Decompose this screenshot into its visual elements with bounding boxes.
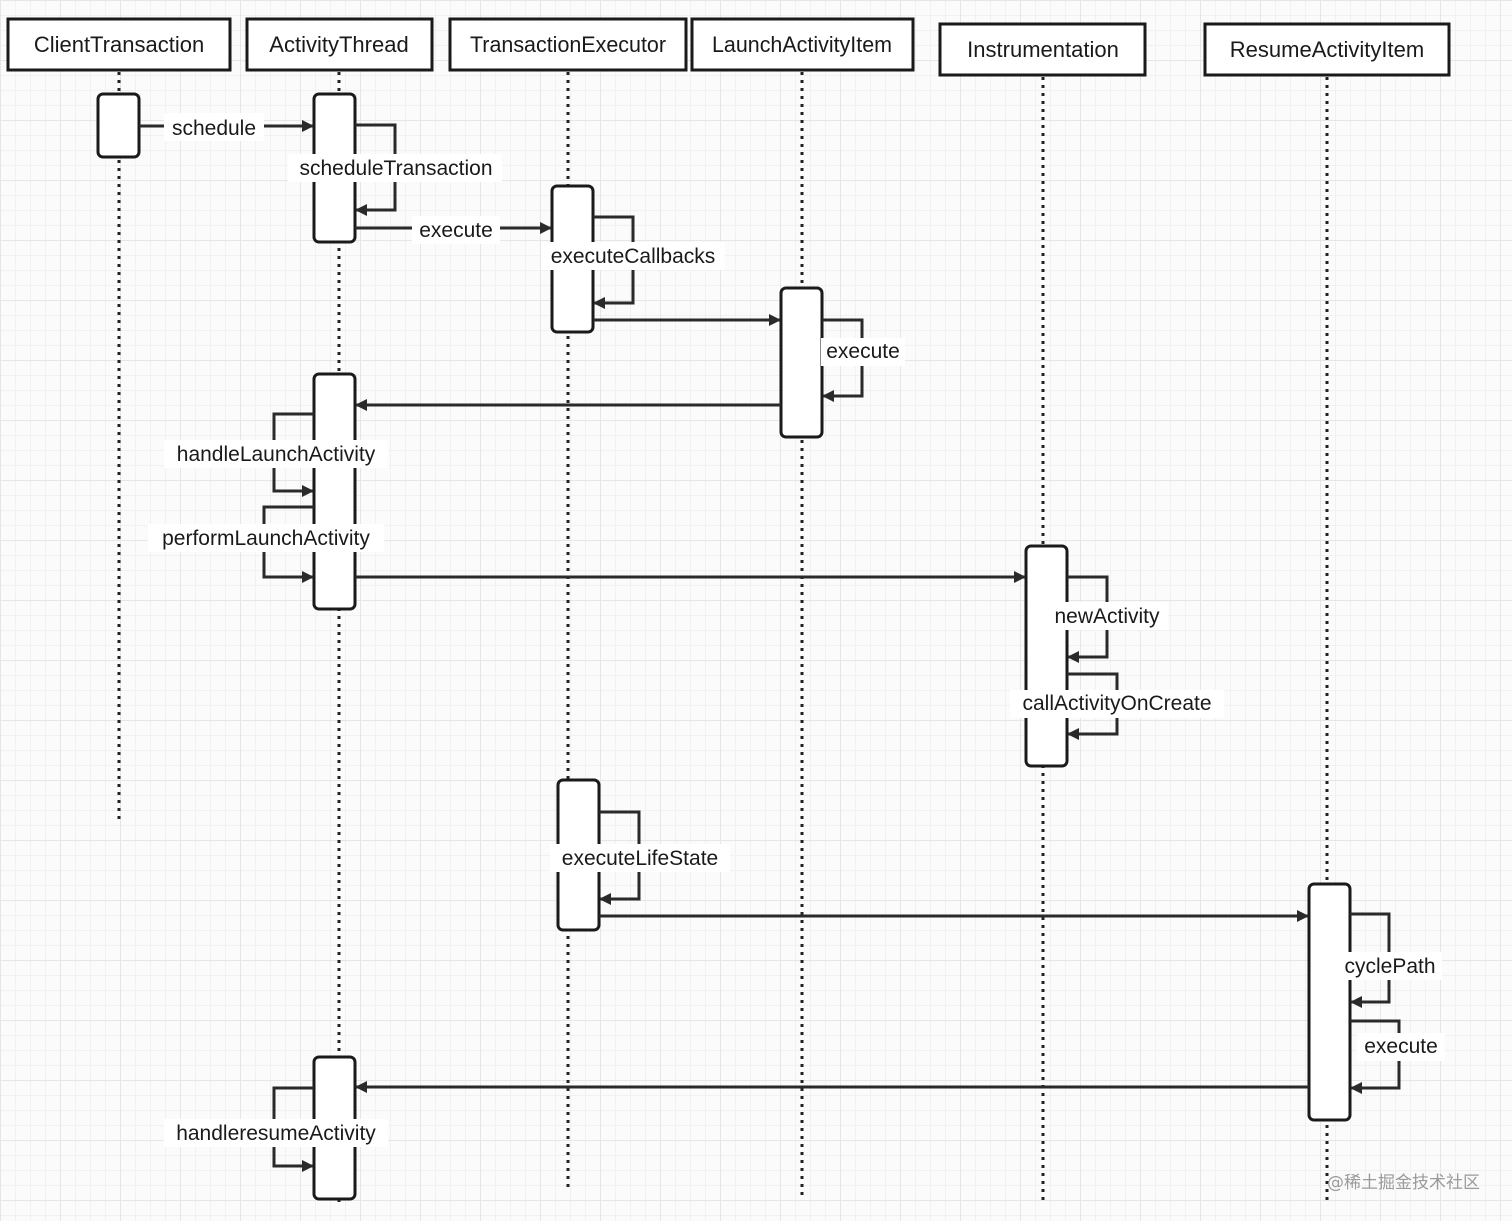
- participant-label: ResumeActivityItem: [1230, 37, 1424, 62]
- participant-instrumentation: Instrumentation: [938, 22, 1147, 77]
- message-schedule: schedule: [139, 113, 314, 141]
- message-execute-thread-to-executor: execute: [355, 216, 552, 244]
- message-label: handleresumeActivity: [176, 1122, 376, 1145]
- message-label: performLaunchActivity: [162, 527, 370, 550]
- message-label: handleLaunchActivity: [177, 443, 376, 466]
- message-label: schedule: [172, 117, 256, 140]
- message-label: execute: [1364, 1035, 1438, 1058]
- message-label: executeCallbacks: [551, 245, 716, 268]
- message-call-activity-on-create: callActivityOnCreate: [1010, 672, 1224, 740]
- activation-bar: [1307, 882, 1352, 1122]
- participant-client-transaction: ClientTransaction: [6, 17, 232, 72]
- lifelines: [117, 72, 1329, 1202]
- message-new-activity: newActivity: [1046, 575, 1168, 663]
- message-label: newActivity: [1054, 605, 1160, 628]
- participant-label: LaunchActivityItem: [712, 32, 892, 57]
- participant-label: TransactionExecutor: [470, 32, 666, 57]
- participant-label: ActivityThread: [269, 32, 408, 57]
- participant-resume-activity-item: ResumeActivityItem: [1203, 22, 1451, 77]
- activation-bar: [96, 92, 141, 159]
- message-label: executeLifeState: [562, 847, 718, 870]
- message-label: callActivityOnCreate: [1022, 692, 1211, 715]
- message-execute-resume-self: execute: [1350, 1019, 1445, 1094]
- participant-launch-activity-item: LaunchActivityItem: [690, 17, 915, 72]
- participant-label: ClientTransaction: [34, 32, 204, 57]
- participant-transaction-executor: TransactionExecutor: [448, 17, 688, 72]
- message-handle-launch-activity: handleLaunchActivity: [164, 412, 388, 497]
- message-label: execute: [419, 219, 493, 242]
- activation-bar: [1024, 544, 1069, 768]
- activation-bar: [779, 286, 824, 439]
- message-execute-life-state: executeLifeState: [550, 810, 730, 905]
- participant-label: Instrumentation: [967, 37, 1119, 62]
- message-handle-resume-activity: handleresumeActivity: [164, 1086, 388, 1172]
- message-cycle-path: cyclePath: [1338, 912, 1442, 1008]
- message-label: cyclePath: [1344, 955, 1435, 978]
- message-perform-launch-activity: performLaunchActivity: [148, 505, 384, 583]
- message-label: scheduleTransaction: [300, 157, 493, 180]
- message-schedule-transaction: scheduleTransaction: [288, 123, 502, 216]
- activation-bar: [312, 372, 357, 611]
- participant-activity-thread: ActivityThread: [245, 17, 434, 72]
- message-execute-launch-self: execute: [821, 318, 905, 402]
- message-execute-callbacks: executeCallbacks: [541, 215, 725, 309]
- message-label: execute: [826, 340, 900, 363]
- watermark: @稀土掘金技术社区: [1327, 1173, 1480, 1193]
